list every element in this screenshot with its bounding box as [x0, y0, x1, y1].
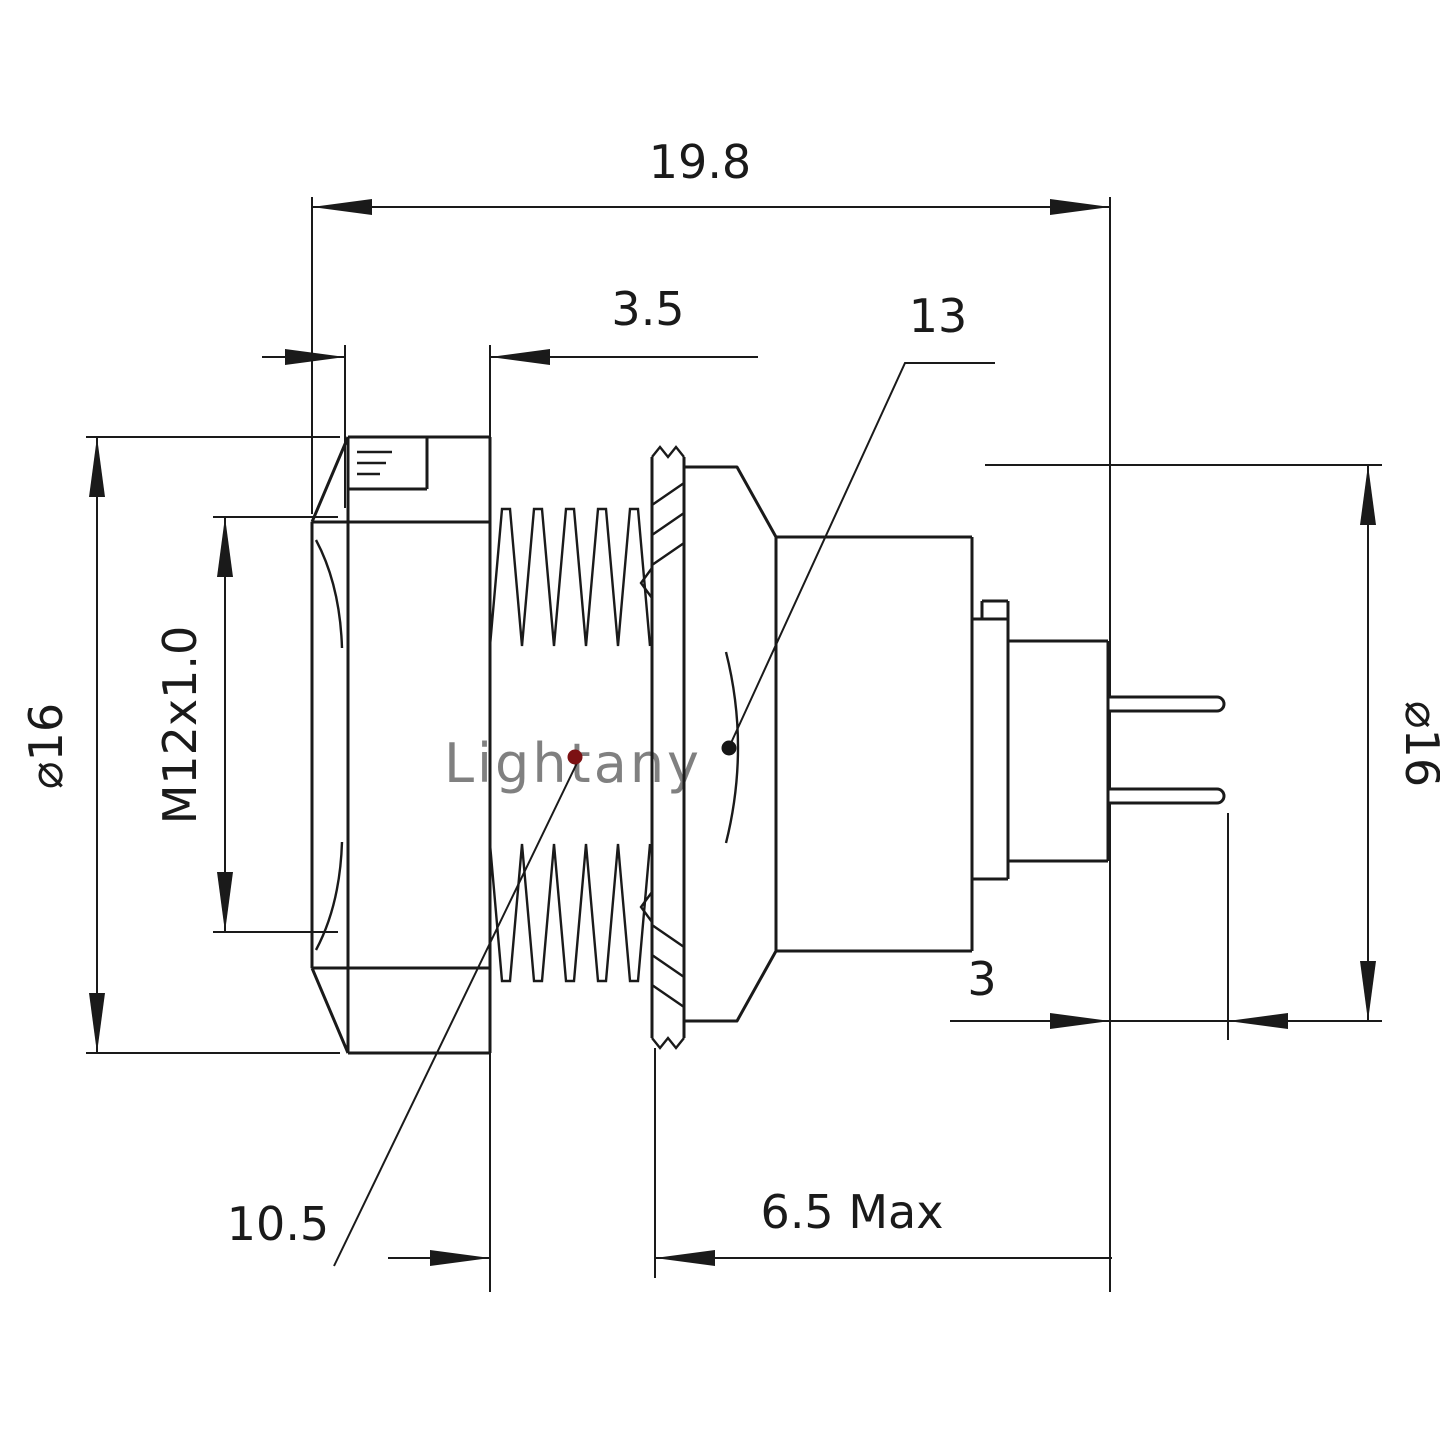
contact-pins	[1106, 695, 1226, 805]
ref-13-label: 13	[909, 289, 968, 343]
dim-pin-length: 3	[967, 813, 1288, 1040]
thread-profile	[488, 507, 652, 983]
dim-rear-diameter-label: ⌀16	[1395, 701, 1440, 787]
dim-front-diameter: ⌀16	[19, 436, 340, 1054]
dimensions: 19.8 3.5 ⌀16 M12x1.0	[19, 135, 1440, 1292]
marking-lines	[357, 450, 392, 476]
dim-total-length: 19.8	[311, 135, 1111, 1292]
dim-mount-depth-label: 6.5 Max	[761, 1185, 944, 1239]
dim-hex-width-label: 3.5	[611, 282, 684, 336]
dim-thread-spec-label: M12x1.0	[153, 626, 207, 825]
leaders: 13 10.5	[227, 289, 995, 1267]
dim-total-length-label: 19.8	[649, 135, 751, 189]
leader-10-5: 10.5	[227, 749, 583, 1267]
dim-thread-spec: M12x1.0	[153, 516, 338, 933]
hex-body	[310, 435, 492, 1055]
reference-dot-right	[721, 740, 737, 756]
connector-part	[310, 435, 1226, 1055]
insulator	[1008, 639, 1110, 863]
pin-bottom	[1106, 787, 1226, 805]
pin-top	[1106, 695, 1226, 713]
dim-rear-diameter: ⌀16	[950, 464, 1440, 1022]
reference-dot-left	[567, 749, 583, 765]
lock-washer	[639, 445, 686, 1050]
dim-pin-length-label: 3	[967, 952, 996, 1006]
leader-13: 13	[721, 289, 995, 756]
dim-mount-depth: 6.5 Max	[388, 1048, 1112, 1278]
dim-front-diameter-label: ⌀16	[19, 703, 73, 789]
ref-10-5-label: 10.5	[227, 1197, 329, 1251]
flange	[682, 465, 778, 1023]
rear-body	[774, 535, 1010, 953]
